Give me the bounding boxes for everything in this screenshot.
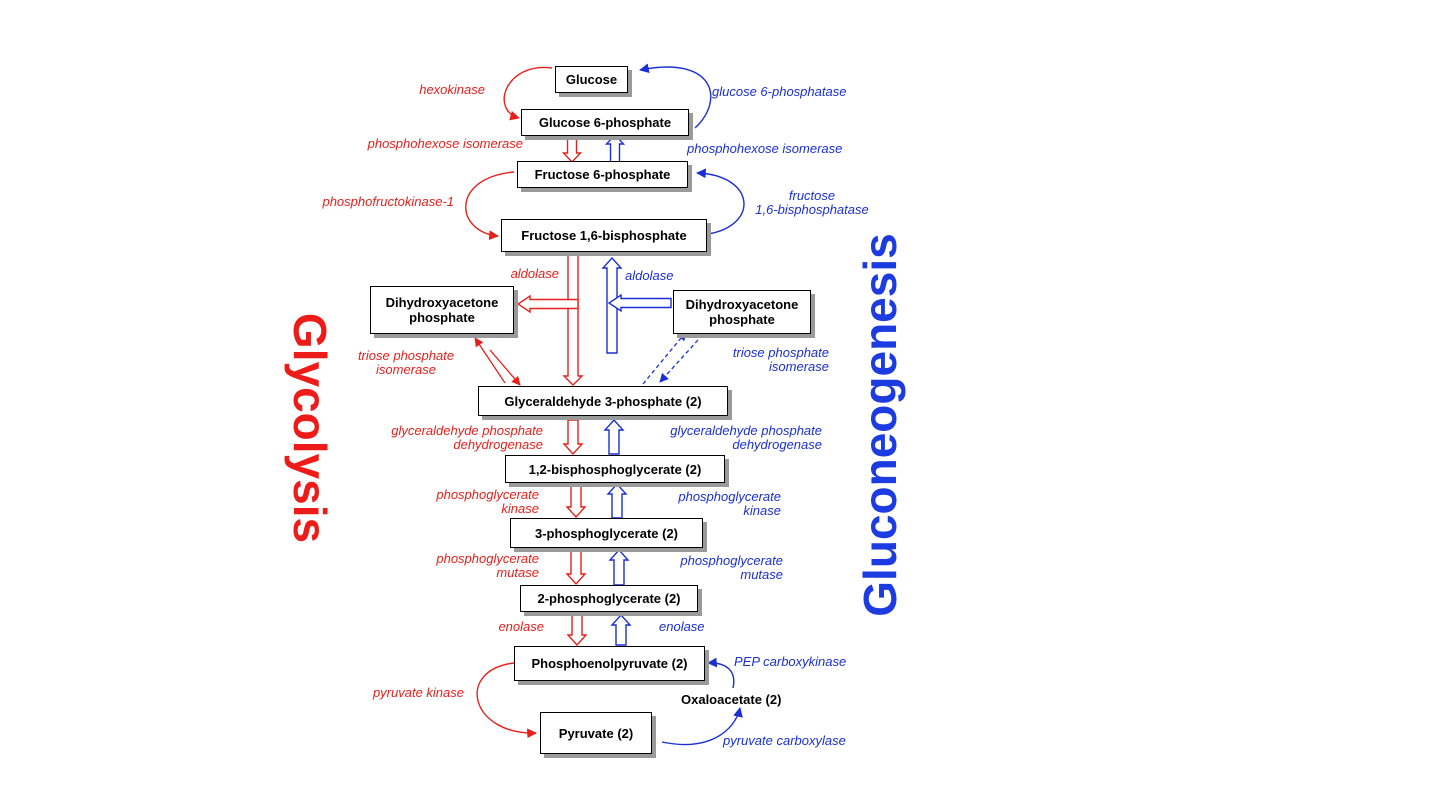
glucose-box: Glucose [555,66,628,93]
gap-to-bpg-red-arrow [562,419,584,456]
pgm-red-label: phosphoglycerate mutase [436,551,539,580]
g6p-to-f6p-red-arrow [561,135,583,164]
fbpase-arrow [696,168,745,235]
fructose-6-phosphate-label: Fructose 6-phosphate [534,167,671,182]
phosphohexose-isomerase-red-label: phosphohexose isomerase [367,136,523,151]
pep-to-2pg-blue-arrow [610,613,632,646]
tpi-blue-arrow-a [642,331,687,385]
gapdh-blue-label: glyceraldehyde phosphate dehydrogenase [670,423,822,452]
3-phosphoglycerate-box: 3-phosphoglycerate (2) [510,518,703,548]
fructose-1-6-bisphosphate-box: Fructose 1,6-bisphosphate [501,219,707,252]
2-phosphoglycerate-label: 2-phosphoglycerate (2) [537,591,681,606]
glycolysis-title: Glycolysis [284,312,336,544]
pyruvate-carboxylase-arrow [661,707,743,746]
tpi-red-arrow-b [474,337,506,384]
enolase-blue-label: enolase [659,619,705,634]
phosphoenolpyruvate-box: Phosphoenolpyruvate (2) [514,646,705,681]
dhap-right-label: Dihydroxyacetone phosphate [685,297,799,327]
bpg-to-gap-blue-arrow [603,418,625,455]
glucose-6-phosphatase-label: glucose 6-phosphatase [712,84,847,99]
bisphosphoglycerate-label: 1,2-bisphosphoglycerate (2) [528,461,702,477]
pgk-red-label: phosphoglycerate kinase [436,487,539,516]
bpg-to-3pg-red-arrow [565,483,587,519]
bisphosphoglycerate-box: 1,2-bisphosphoglycerate (2) [505,455,725,483]
dhap-right-box: Dihydroxyacetone phosphate [673,290,811,334]
gapdh-red-label: glyceraldehyde phosphate dehydrogenase [391,423,543,452]
f16bp-to-gap-red-arrow [562,252,584,386]
phosphoenolpyruvate-label: Phosphoenolpyruvate (2) [531,656,688,671]
f6p-to-g6p-blue-arrow [604,133,626,163]
glucose-label: Glucose [565,72,618,87]
oxaloacetate-label: Oxaloacetate (2) [681,692,782,707]
tpi-blue-arrow-b [659,339,699,383]
2-phosphoglycerate-box: 2-phosphoglycerate (2) [520,585,698,612]
pyruvate-kinase-arrow [476,662,537,739]
2pg-to-3pg-blue-arrow [608,548,630,586]
enolase-red-label: enolase [498,619,544,634]
hexokinase-label: hexokinase [419,82,485,97]
pep-carboxykinase-label: PEP carboxykinase [734,654,847,669]
fructose-6-phosphate-box: Fructose 6-phosphate [517,161,688,188]
dhap-left-label: Dihydroxyacetone phosphate [385,295,499,325]
pep-carboxykinase-arrow [707,657,735,689]
pgk-blue-label: phosphoglycerate kinase [678,489,781,518]
glyceraldehyde-3-phosphate-box: Glyceraldehyde 3-phosphate (2) [478,386,728,416]
phosphohexose-isomerase-blue-label: phosphohexose isomerase [687,141,843,156]
pyruvate-box: Pyruvate (2) [540,712,652,754]
aldolase-red-branch-arrow [516,294,579,314]
gluconeogenesis-title: Gluconeogenesis [854,233,906,617]
glucose-6-phosphate-label: Glucose 6-phosphate [538,115,672,130]
pyruvate-carboxylase-label: pyruvate carboxylase [723,733,846,748]
3-phosphoglycerate-label: 3-phosphoglycerate (2) [534,525,679,541]
glucose-6-phosphate-box: Glucose 6-phosphate [521,109,689,136]
glyceraldehyde-3-phosphate-label: Glyceraldehyde 3-phosphate (2) [504,393,702,409]
pyruvate-label: Pyruvate (2) [558,725,634,741]
hexokinase-arrow [503,66,553,121]
fbpase-label: fructose 1,6-bisphosphatase [755,188,869,217]
fructose-1-6-bisphosphate-label: Fructose 1,6-bisphosphate [521,228,687,243]
dhap-left-box: Dihydroxyacetone phosphate [370,286,514,334]
tpi-blue-label: triose phosphate isomerase [732,345,829,374]
glucose-6-phosphatase-arrow [639,63,712,129]
2pg-to-pep-red-arrow [566,612,588,647]
aldolase-blue-label: aldolase [625,268,674,283]
tpi-red-label: triose phosphate isomerase [357,348,455,377]
tpi-red-arrow-a [489,349,521,386]
3pg-to-bpg-blue-arrow [606,482,628,519]
pgm-blue-label: phosphoglycerate mutase [680,553,783,582]
pfk-arrow [465,171,515,241]
aldolase-red-label: aldolase [510,266,559,281]
aldolase-blue-branch-arrow [607,293,672,313]
pyruvate-kinase-label: pyruvate kinase [372,685,464,700]
phosphofructokinase-label: phosphofructokinase-1 [322,194,454,209]
3pg-to-2pg-red-arrow [565,548,587,586]
